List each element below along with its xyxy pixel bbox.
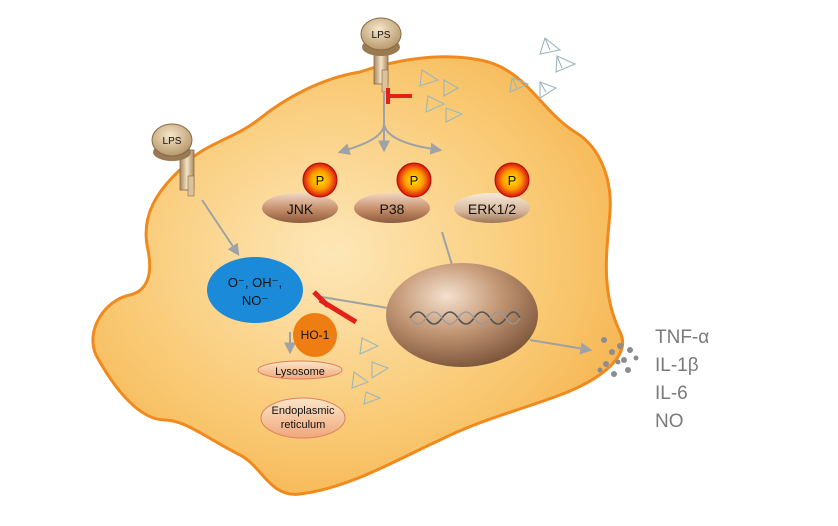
lysosome-label: Lysosome (275, 366, 325, 378)
ros-label-line2: NO⁻ (242, 293, 268, 308)
kinase-p38: P38 (354, 193, 430, 223)
cell-membrane (91, 55, 624, 496)
output-il-6: IL-6 (655, 383, 688, 404)
endoplasmic-reticulum: Endoplasmic reticulum (260, 397, 346, 439)
svg-text:P: P (316, 173, 325, 188)
kinase-jnk: JNK (262, 193, 338, 223)
cytokine-particles (597, 337, 639, 377)
er-label-line1: Endoplasmic (272, 405, 335, 417)
ros-inhibition-mark (312, 290, 358, 325)
lps-receptor-top: LPS (360, 17, 402, 93)
ho1-label: HO-1 (301, 328, 330, 342)
output-il-1beta: IL-1β (655, 355, 699, 376)
receptor-inhibition-mark (386, 88, 412, 104)
lps-label-left: LPS (163, 136, 182, 147)
er-label-line2: reticulum (281, 419, 326, 431)
nanoparticle-cluster-inner (351, 337, 390, 405)
ros-label-line1: O⁻, OH⁻, (228, 275, 282, 290)
phospho-badge-jnk: P (302, 162, 338, 198)
kinase-erk: ERK1/2 (454, 193, 530, 223)
nucleus (386, 263, 538, 367)
lps-label-top: LPS (372, 30, 391, 41)
kinase-p38-label: P38 (380, 201, 405, 217)
kinase-erk-label: ERK1/2 (468, 201, 516, 217)
lysosome: Lysosome (257, 360, 343, 380)
dna-strand (409, 311, 521, 325)
svg-text:P: P (410, 173, 419, 188)
ho1-node: HO-1 (293, 313, 337, 357)
output-no: NO (655, 411, 684, 432)
svg-text:P: P (508, 173, 517, 188)
phospho-badge-erk: P (494, 162, 530, 198)
output-tnf-alpha: TNF-α (655, 327, 709, 348)
ros-bubble: O⁻, OH⁻, NO⁻ (207, 257, 303, 323)
phospho-badge-p38: P (396, 162, 432, 198)
kinase-jnk-label: JNK (287, 201, 314, 217)
nanoparticle-cluster-top (419, 37, 577, 123)
lps-receptor-left: LPS (151, 123, 195, 197)
